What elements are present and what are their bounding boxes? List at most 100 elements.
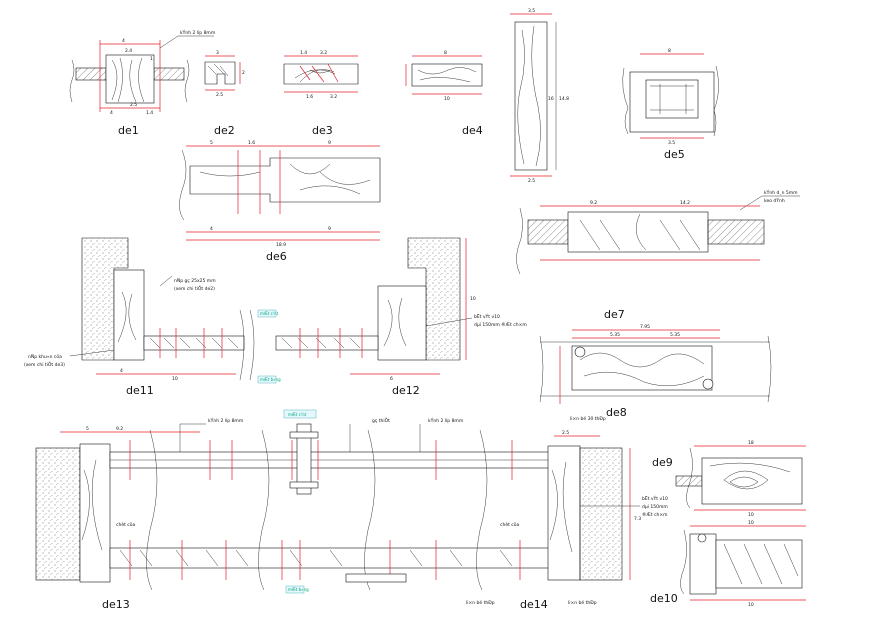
detail-de8: 7.95 5.35 5.35 de8: [539, 324, 772, 419]
tag-section-1: [257, 309, 277, 318]
note-kinh-2-lop: kÝnh 2 líp 8mm: [180, 29, 215, 36]
tag-text-3: mÆt c¾t: [288, 412, 307, 417]
dim-de13-1: 9.2: [116, 426, 123, 432]
note-bat-vit-2: bËt vÝt v10: [642, 495, 668, 502]
tag-plan-2: [285, 585, 305, 594]
note-bat-vit-2c: ®Æt ch×m: [642, 511, 668, 518]
dim-de3-0: 1.4: [300, 50, 307, 56]
dim-de6-9: 4: [210, 226, 213, 232]
note-chot-cua-b: chèt cöa: [500, 521, 520, 528]
dim-de14-0: 2.5: [562, 430, 569, 436]
dim-de1-4: 2.5: [130, 102, 137, 108]
detail-de9: 18 10 de9: [652, 440, 806, 518]
dim-de1-0: 4: [122, 38, 125, 44]
dim-de12-1: 6: [390, 376, 393, 382]
dim-de4-1: 10: [444, 96, 450, 102]
note-nep-khuon: nÑp khu«n cöa: [28, 353, 62, 360]
label-de3: de3: [312, 124, 333, 137]
dim-de4v-5: 2.5: [528, 178, 535, 184]
dim-de5-4: 3.5: [668, 140, 675, 146]
dim-de4v-0: 3.5: [528, 8, 535, 14]
dim-de6-7: 18.9: [276, 242, 286, 248]
detail-de3: 1.4 3.2 1.6 3.2 de3: [283, 50, 359, 137]
dim-de3-2: 1.6: [306, 94, 313, 100]
dim-de7-0: 9.2: [590, 200, 597, 206]
note-lien-bo-3: li×n bé thÐp: [568, 599, 597, 606]
dim-de6-2: 1.6: [248, 140, 255, 146]
dim-de2-2: 2: [242, 70, 245, 76]
note-kinh-dan: kÝnh d¸n 5mm: [764, 189, 798, 196]
dim-de6-5: 9: [328, 140, 331, 146]
dim-de9-1: 10: [748, 512, 754, 518]
label-de14: de14: [520, 598, 548, 611]
dim-de12-0: 10: [470, 296, 476, 302]
label-de1: de1: [118, 124, 139, 137]
dim-de8-2: 5.35: [670, 332, 680, 338]
dim-de6-0: 5: [210, 140, 213, 146]
dim-de11-1: 10: [172, 376, 178, 382]
dim-de2-0: 3: [216, 50, 219, 56]
detail-de7: kÝnh d¸n 5mm keo dÝnh 9.2 14.2 de7: [516, 189, 800, 321]
dim-de14-3: 7.3: [634, 516, 641, 522]
note-lien-bo-2: li×n bé thÐp: [466, 599, 495, 606]
dim-de9-0: 18: [748, 440, 754, 446]
note-xem-de2: (xem chi tiÕt de2): [174, 285, 215, 292]
dim-de1-5: 1.4: [146, 110, 153, 116]
label-de10: de10: [650, 592, 678, 605]
dim-de2-1: 2.5: [216, 92, 223, 98]
detail-de12: bËt vÝt v10 dµi 150mm ®Æt ch×m 10 6 de12: [275, 237, 527, 397]
note-chot-cua-a: chèt cöa: [116, 521, 136, 528]
detail-de4: 8 10 de4 3.5 2.5 16 14.8: [405, 8, 569, 184]
detail-de14: bËt vÝt v10 dµi 150mm ®Æt ch×m li×n bé 3…: [466, 415, 668, 611]
tag-text-4: mÆt b»ng: [288, 587, 309, 592]
detail-de11: nÑp gç 25x25 mm (xem chi tiÕt de2) nÑp k…: [24, 237, 281, 397]
label-de6: de6: [266, 250, 287, 263]
dim-de1-1: 2.4: [125, 48, 132, 54]
dim-de8-0: 7.95: [640, 324, 650, 330]
label-de9: de9: [652, 456, 673, 469]
note-nep-go: nÑp gç 25x25 mm: [174, 277, 216, 284]
label-de8: de8: [606, 406, 627, 419]
tag-section-2: [283, 409, 317, 419]
tag-text-2: mÆt b»ng: [260, 377, 281, 382]
note-bat-vit-2b: dµi 150mm: [642, 504, 668, 510]
dim-de4-0: 8: [444, 50, 447, 56]
note-keo-dinh: keo dÝnh: [764, 197, 785, 204]
detail-de10: 10 10 de10: [650, 520, 806, 608]
tag-text-1: mÆt c¾t: [260, 311, 279, 316]
label-de4: de4: [462, 124, 483, 137]
label-de13: de13: [102, 598, 130, 611]
detail-de1: kÝnh 2 líp 8mm 4 2.4 1 4 2.5 1.4 de1: [69, 29, 215, 137]
label-de5: de5: [664, 148, 685, 161]
note-xem-de3: (xem chi tiÕt de3): [24, 361, 65, 368]
label-de2: de2: [214, 124, 235, 137]
dim-de10-0: 10: [748, 520, 754, 526]
dim-de6-8: 9: [328, 226, 331, 232]
tag-plan-1: [257, 375, 277, 384]
dim-de8-1: 5.35: [610, 332, 620, 338]
detail-de2: 3 2.5 2 de2: [204, 50, 245, 137]
dim-de3-1: 3.2: [320, 50, 327, 56]
dim-de5-0: 8: [668, 48, 671, 54]
label-de12: de12: [392, 384, 420, 397]
detail-de13: mÆt c¾t mÆt b»ng kÝnh 2 líp 8mm gç thiÕt…: [35, 409, 555, 611]
dim-de4v-3: 16: [548, 96, 554, 102]
dim-de11-0: 4: [120, 368, 123, 374]
dim-de3-3: 3.2: [330, 94, 337, 100]
note-lien-bo-1: li×n bé 30 thÐp: [570, 415, 606, 422]
dim-de13-0: 5: [86, 426, 89, 432]
dim-de1-3: 4: [110, 110, 113, 116]
dim-de4v-4: 14.8: [559, 96, 569, 102]
dim-de7-1: 14.2: [680, 200, 690, 206]
dim-de1-2: 1: [150, 56, 153, 62]
note-kinh-2-lop-b: kÝnh 2 líp 8mm: [208, 417, 243, 424]
dim-de10-3: 10: [748, 602, 754, 608]
note-go-thiet: gç thiÕt: [372, 417, 390, 424]
label-de7: de7: [604, 308, 625, 321]
note-kinh-2-lop-c: kÝnh 2 líp 8mm: [428, 417, 463, 424]
label-de11: de11: [126, 384, 154, 397]
note-bat-vit-1b: dµi 150mm ®Æt ch×m: [474, 321, 527, 328]
detail-de5: 8 3.5 de5: [622, 48, 719, 161]
note-bat-vit-1: bËt vÝt v10: [474, 313, 500, 320]
